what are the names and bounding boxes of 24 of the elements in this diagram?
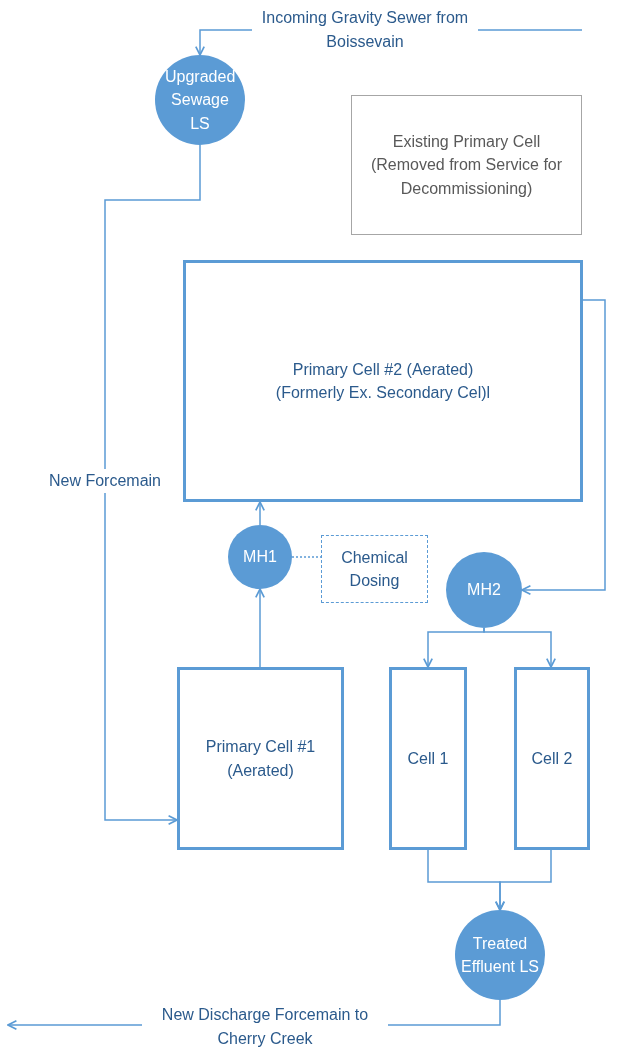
flow-arrow — [521, 299, 606, 596]
node-label: Treated Effluent LS — [460, 933, 540, 977]
existing-cell-box — [351, 95, 582, 235]
node-label: MH1 — [243, 547, 277, 568]
dotted-line — [291, 556, 322, 558]
dosing-box — [321, 535, 428, 603]
node-label: Primary Cell #1 (Aerated) — [204, 737, 317, 781]
primary-cell-box — [177, 667, 344, 850]
cell-box — [389, 667, 467, 850]
node-label: MH2 — [467, 580, 501, 601]
node-label: Cell 2 — [531, 748, 573, 769]
node-label: (Formerly Ex. Secondary Cel)l — [275, 383, 491, 403]
node-label: Chemical Dosing — [340, 547, 409, 591]
node-label: Primary Cell #2 (Aerated) — [292, 359, 474, 380]
primary-cell-box — [183, 260, 583, 502]
cell-box — [514, 667, 590, 850]
flow-arrow — [254, 588, 266, 668]
flow-arrow — [104, 144, 201, 826]
flow-arrow — [254, 501, 266, 526]
node-label: Cell 1 — [407, 748, 449, 769]
flow-arrow — [483, 627, 557, 668]
node-label: Upgraded Sewage LS — [165, 67, 235, 134]
node-label: Existing Primary Cell (Removed from Service for Decommissioning) — [369, 132, 564, 199]
flow-arrow — [494, 849, 552, 911]
